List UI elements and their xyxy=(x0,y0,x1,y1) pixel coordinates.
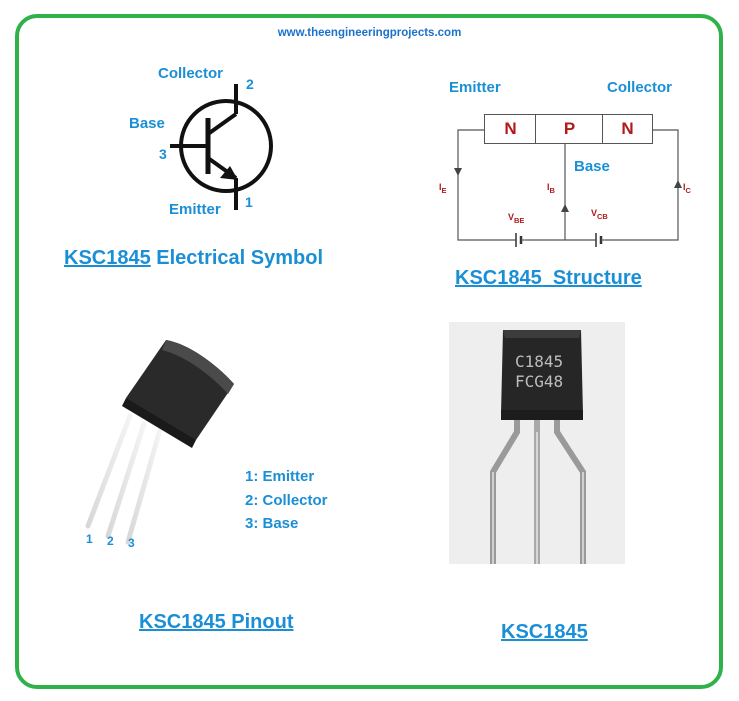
structure-circuit xyxy=(454,129,682,247)
structure-caption-rest: Structure xyxy=(541,267,642,289)
symbol-emitter-label: Emitter xyxy=(169,201,221,218)
pin-number-3: 3 xyxy=(128,536,135,550)
current-ib: IB xyxy=(547,182,555,195)
structure-emitter-label: Emitter xyxy=(449,79,501,96)
voltage-vcb: VCB xyxy=(591,208,608,221)
photo-marking-line1: C1845 xyxy=(515,352,564,371)
photo-marking-line2: FCG48 xyxy=(515,372,564,391)
symbol-emitter-pin: 1 xyxy=(245,194,253,210)
voltage-vbe: VBE xyxy=(508,212,524,225)
structure-caption-part: KSC1845 xyxy=(455,267,542,289)
pin-number-1: 1 xyxy=(86,532,93,546)
vbe-sub: BE xyxy=(514,215,525,225)
transistor-photo: C1845 FCG48 xyxy=(449,322,625,564)
structure-caption: KSC1845 Structure xyxy=(455,267,642,290)
structure-base-label: Base xyxy=(574,158,610,175)
symbol-caption-rest: Electrical Symbol xyxy=(150,247,324,269)
photo-caption: KSC1845 xyxy=(501,621,588,644)
ie-sub: E xyxy=(441,185,447,195)
symbol-collector-label: Collector xyxy=(158,65,224,82)
region-base-p: P xyxy=(535,114,604,144)
pin-list-item: 3: Base xyxy=(245,515,299,532)
ie-symbol: I xyxy=(439,182,442,192)
photo-caption-text: KSC1845 xyxy=(501,621,588,643)
symbol-caption-part: KSC1845 xyxy=(64,247,151,269)
ib-sub: B xyxy=(549,185,555,195)
symbol-collector-pin: 2 xyxy=(246,76,254,92)
pinout-caption: KSC1845 Pinout xyxy=(139,611,293,634)
pin-list-item: 1: Emitter xyxy=(245,468,315,485)
vbe-symbol: V xyxy=(508,212,515,222)
structure-collector-label: Collector xyxy=(607,79,673,96)
symbol-base-label: Base xyxy=(129,115,165,132)
pinout-caption-rest: Pinout xyxy=(225,611,294,633)
symbol-caption: KSC1845 Electrical Symbol xyxy=(64,247,323,270)
current-ie: IE xyxy=(439,182,447,195)
pinout-illustration xyxy=(85,340,234,545)
pin-list: 1: Emitter 2: Collector 3: Base xyxy=(245,465,328,536)
vcb-sub: CB xyxy=(597,211,608,221)
site-url: www.theengineeringprojects.com xyxy=(277,27,462,39)
transistor-photo-drawing xyxy=(449,322,625,564)
pin-number-2: 2 xyxy=(107,534,114,548)
region-collector-n: N xyxy=(602,114,653,144)
symbol-base-pin: 3 xyxy=(159,146,167,162)
photo-marking: C1845 FCG48 xyxy=(515,352,563,392)
vcb-symbol: V xyxy=(591,208,598,218)
pin-list-item: 2: Collector xyxy=(245,491,328,509)
transistor-symbol xyxy=(170,84,273,210)
ic-symbol: I xyxy=(683,182,686,192)
ib-symbol: I xyxy=(547,182,550,192)
region-emitter-n: N xyxy=(484,114,537,144)
pinout-caption-part: KSC1845 xyxy=(139,611,226,633)
ic-sub: C xyxy=(685,185,691,195)
current-ic: IC xyxy=(683,182,691,195)
